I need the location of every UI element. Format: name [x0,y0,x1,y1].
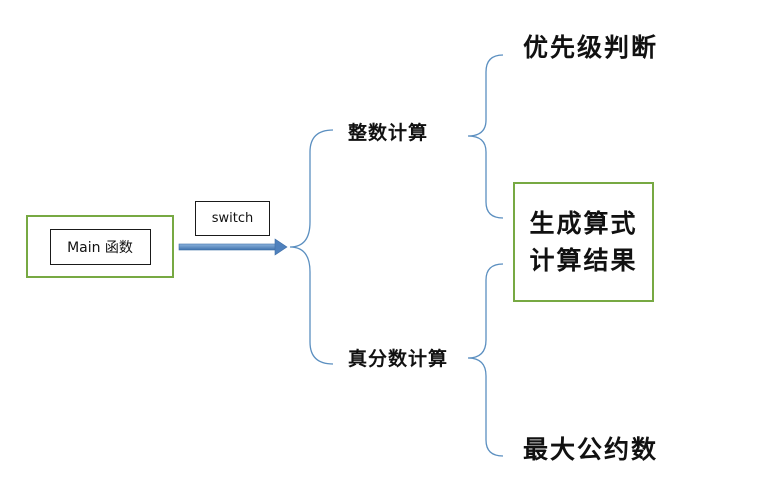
branch-integer-label: 整数计算 [348,122,429,144]
integer-brace [467,54,504,219]
fraction-brace [467,263,504,457]
switch-label-box: switch [195,201,270,236]
generate-calc-stack: 生成算式 计算结果 [529,208,638,275]
main-brace [289,129,334,365]
switch-label: switch [211,211,254,226]
branch-fraction-label: 真分数计算 [348,348,449,370]
child-gcd-label: 最大公约数 [523,435,659,464]
child-generate-label: 生成算式 [529,208,638,238]
main-arrow [178,238,288,256]
child-compute-label: 计算结果 [529,246,638,275]
root-label-box: Main 函数 [49,228,151,265]
root-node: Main 函数 [26,215,174,278]
root-label: Main 函数 [67,239,133,256]
generate-calc-box: 生成算式 计算结果 [513,182,654,302]
child-priority-label: 优先级判断 [523,33,659,62]
